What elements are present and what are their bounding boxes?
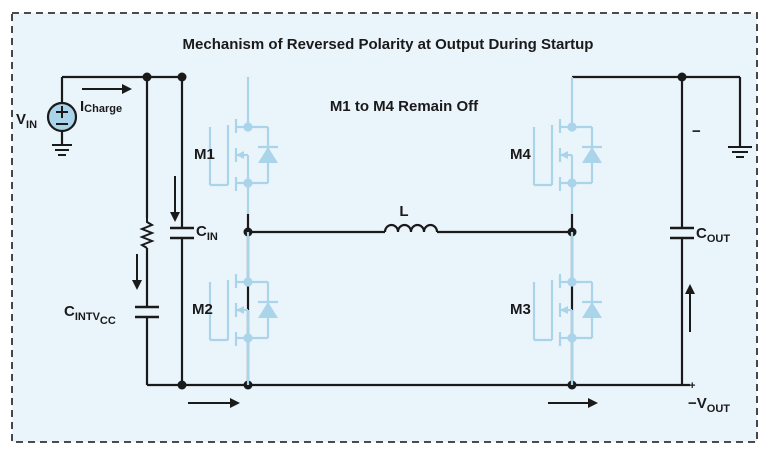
current-arrow-icon bbox=[122, 84, 132, 94]
current-arrow-icon bbox=[588, 398, 598, 408]
icharge-label: ICharge bbox=[80, 98, 122, 115]
vout-label: −VOUT bbox=[688, 395, 730, 415]
vout-plus-sign: + bbox=[689, 380, 695, 392]
current-arrow-icon bbox=[132, 280, 142, 290]
wiring bbox=[60, 75, 742, 387]
current-arrow-icon bbox=[170, 212, 180, 222]
inductor-label: L bbox=[399, 203, 408, 220]
m4-label: M4 bbox=[510, 146, 531, 163]
cintvcc-label: CINTVCC bbox=[64, 303, 116, 327]
cout-minus-sign: − bbox=[692, 123, 701, 140]
ground-icon bbox=[728, 146, 752, 158]
m1-label: M1 bbox=[194, 146, 215, 163]
ground-icon bbox=[52, 144, 72, 156]
m2-label: M2 bbox=[192, 301, 213, 318]
cin-capacitor-icon bbox=[170, 226, 194, 240]
current-arrows bbox=[82, 84, 695, 408]
cout-capacitor-icon bbox=[670, 226, 694, 240]
vin-label: VIN bbox=[16, 111, 37, 131]
inductor-icon bbox=[383, 223, 439, 233]
diagram-title: Mechanism of Reversed Polarity at Output… bbox=[183, 36, 594, 53]
resistor-icon bbox=[139, 218, 155, 249]
diagram-frame bbox=[11, 12, 758, 443]
status-note: M1 to M4 Remain Off bbox=[330, 98, 479, 115]
body-diodes bbox=[236, 147, 602, 318]
m3-label: M3 bbox=[510, 301, 531, 318]
mosfet-leads bbox=[246, 77, 574, 385]
cin-label: CIN bbox=[196, 223, 218, 243]
dc-voltage-source-icon bbox=[46, 101, 78, 144]
cout-label: COUT bbox=[696, 225, 730, 245]
current-arrow-icon bbox=[685, 284, 695, 294]
cintvcc-capacitor-icon bbox=[135, 305, 159, 319]
current-arrow-icon bbox=[230, 398, 240, 408]
